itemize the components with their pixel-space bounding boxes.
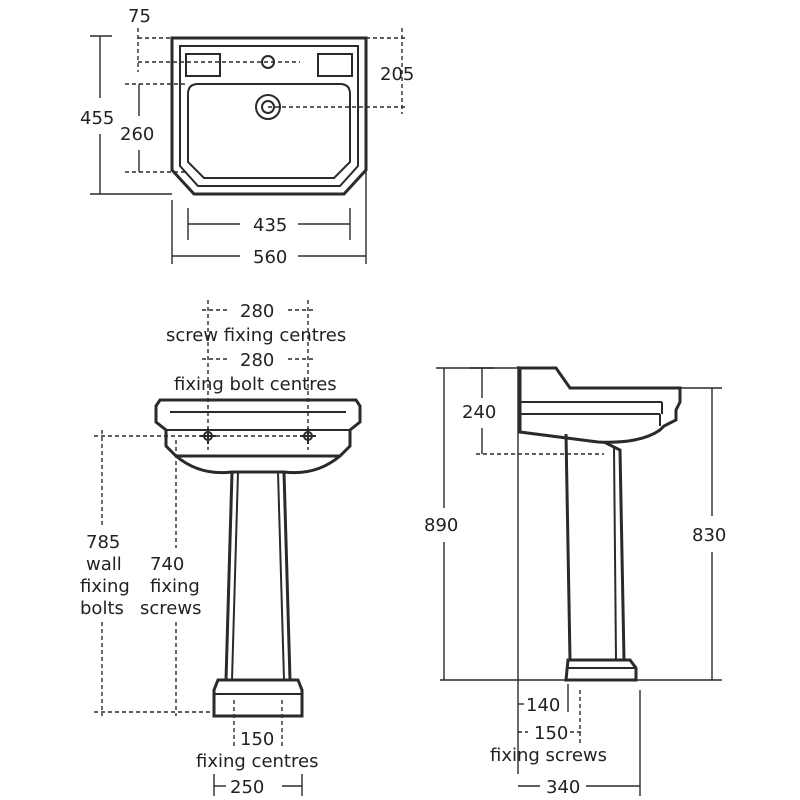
wall-bolts-value: 785: [86, 532, 120, 553]
fixing-screws-word-2: screws: [140, 598, 201, 619]
plan-deck-left: [185, 53, 221, 77]
plan-rim-inner: [179, 45, 359, 187]
bolt-centres-value: 280: [240, 350, 274, 371]
dim-overall-width-label: 560: [253, 247, 287, 268]
dim-bowl-depth-label: 260: [120, 124, 154, 145]
side-basin-profile: [518, 366, 682, 444]
plan-view: 75 455 260 205 435 560: [80, 6, 414, 268]
plan-waste-inner: [261, 100, 275, 114]
front-basin-rim: [154, 398, 362, 458]
wall-bolts-word-1: wall: [86, 554, 122, 575]
front-pedestal-column: [224, 471, 292, 681]
screw-centres-value: 280: [240, 301, 274, 322]
side-pedestal-front: [603, 440, 626, 661]
dim-waste-offset-label: 205: [380, 64, 414, 85]
projection-value: 340: [546, 777, 580, 798]
wall-to-pedestal-value: 140: [526, 695, 560, 716]
overall-height-value: 890: [424, 515, 458, 536]
dim-bowl-width-label: 435: [253, 215, 287, 236]
pedestal-centres-label: fixing centres: [196, 751, 318, 772]
side-view: 890 240 830 140 150 fixing screws 340: [424, 366, 726, 798]
front-view: 280 screw fixing centres 280 fixing bolt…: [80, 300, 362, 798]
side-screws-label: fixing screws: [490, 745, 607, 766]
fixing-screws-value: 740: [150, 554, 184, 575]
front-pedestal-base: [212, 678, 304, 718]
wall-bolts-word-2: fixing: [80, 576, 130, 597]
side-screws-value: 150: [534, 723, 568, 744]
rim-height-value: 830: [692, 525, 726, 546]
side-pedestal-inner: [613, 447, 617, 661]
side-rim-lip: [659, 402, 663, 426]
side-pedestal-base: [564, 658, 638, 682]
bowl-height-value: 240: [462, 402, 496, 423]
wall-bolts-word-3: bolts: [80, 598, 124, 619]
screw-centres-label: screw fixing centres: [166, 325, 346, 346]
plan-waste-outer: [255, 94, 281, 120]
dim-tap-offset-label: 75: [128, 6, 151, 27]
side-pedestal-back: [564, 433, 572, 661]
bolt-centres-label: fixing bolt centres: [174, 374, 337, 395]
plan-bowl: [187, 83, 351, 179]
fixing-screws-word-1: fixing: [150, 576, 200, 597]
pedestal-width-value: 250: [230, 777, 264, 798]
plan-deck-right: [317, 53, 353, 77]
front-bowl-underside: [175, 454, 341, 475]
pedestal-centres-value: 150: [240, 729, 274, 750]
front-pedestal-inner: [231, 471, 285, 681]
dim-overall-depth-label: 455: [80, 108, 114, 129]
